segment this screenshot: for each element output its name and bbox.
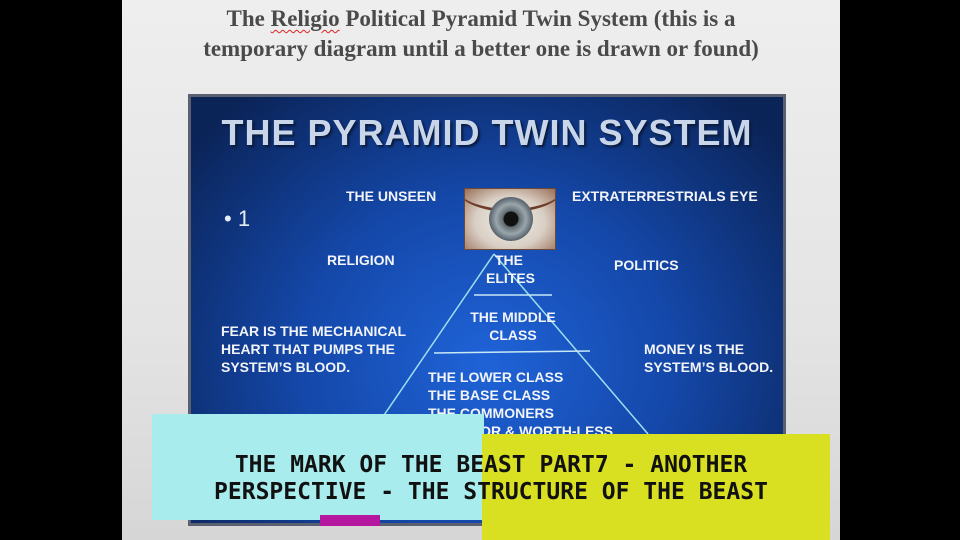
label-money: MONEY IS THE SYSTEM’S BLOOD. [644, 341, 774, 375]
document-title: The Religio Political Pyramid Twin Syste… [122, 4, 840, 64]
banner-right-block [482, 434, 830, 540]
title-line1-pre: The [226, 6, 271, 31]
label-religion: RELIGION [327, 252, 395, 268]
eye-icon [464, 188, 556, 250]
label-politics: POLITICS [614, 257, 679, 273]
pyramid-divider-middle [433, 350, 591, 354]
label-unseen: THE UNSEEN [346, 188, 437, 204]
banner-line1: THE MARK OF THE BEAST PART7 - ANOTHER [234, 452, 748, 478]
label-elites: THE ELITES [486, 252, 536, 286]
bullet-item: • 1 [224, 206, 251, 231]
pyramid-left-edge [377, 253, 495, 425]
title-line2: temporary diagram until a better one is … [203, 36, 759, 61]
label-middle-class: THE MIDDLE CLASS [470, 309, 556, 343]
slide-title: THE PYRAMID TWIN SYSTEM [221, 112, 753, 153]
label-extraterrestrials: EXTRATERRESTRIALS EYE [572, 188, 758, 204]
title-line1-post: Political Pyramid Twin System (this is a [339, 6, 736, 31]
label-fear: FEAR IS THE MECHANICAL HEART THAT PUMPS … [221, 323, 407, 375]
pyramid-right-edge [493, 253, 649, 435]
pyramid-diagram [377, 253, 649, 435]
spellcheck-word: Religio [270, 6, 340, 31]
accent-bar [320, 515, 380, 526]
banner-title: THE MARK OF THE BEAST PART7 - ANOTHER PE… [152, 452, 830, 506]
banner-left-block [152, 414, 484, 520]
banner-line2: PERSPECTIVE - THE STRUCTURE OF THE BEAST [214, 479, 768, 505]
